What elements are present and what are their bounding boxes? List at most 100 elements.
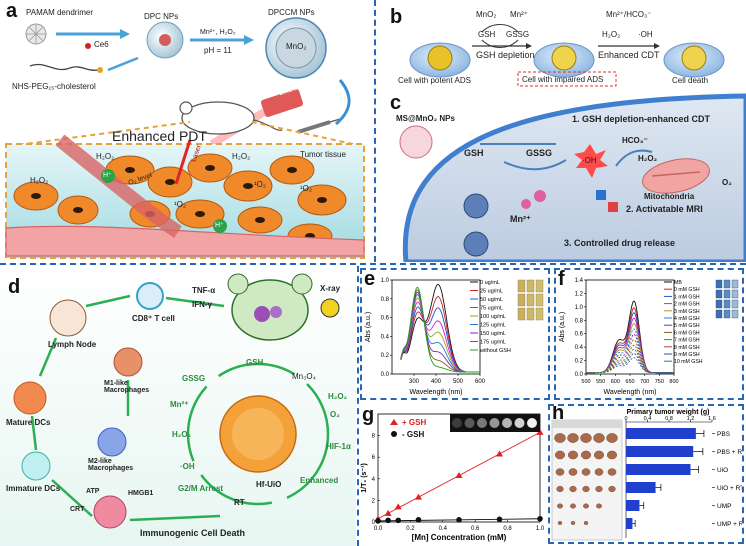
f-xtick-label-1: 550 (596, 379, 605, 385)
f-cuvette-4 (723, 289, 731, 299)
b-cdt: Enhanced CDT (598, 50, 660, 60)
panel-c-label: c (390, 92, 402, 114)
f-xlabel: Wavelength (nm) (603, 389, 656, 396)
panel-b-illustration (409, 24, 725, 87)
e-cuvette-5 (535, 293, 544, 307)
d-ifn: IFN-γ (192, 300, 212, 309)
e-cuvette-1 (526, 279, 535, 293)
b-h2o2: H₂O₂ (602, 30, 621, 39)
f-legend-label-4: 3 mM GSH (674, 309, 700, 315)
g-mri-phantom-1 (464, 418, 475, 428)
g-xtick-label-1: 0.2 (406, 526, 415, 532)
m1-macrophage-icon (113, 347, 143, 377)
blood-vessel (5, 225, 365, 257)
panel-d-label: d (8, 276, 21, 298)
lymph-node-icon (49, 299, 87, 337)
f-cuvette-7 (723, 299, 731, 309)
f-cuvette-10 (723, 309, 731, 319)
e-cuvette-8 (535, 307, 544, 321)
f-xtick-label-5: 750 (655, 379, 664, 385)
f-series-line-6 (586, 334, 674, 374)
g-point-0-2 (394, 503, 402, 510)
f-legend-label-9: 8 mM GSH (674, 345, 700, 351)
h-category-label-1: PBS + RT (717, 449, 742, 456)
b-cell3: Cell death (672, 76, 709, 85)
e-cuvette-0 (517, 279, 526, 293)
f-xtick-label-2: 600 (611, 379, 620, 385)
d-atp: ATP (86, 488, 100, 495)
d-o2: O₂ (330, 410, 340, 419)
h-tumor-1-4 (607, 450, 618, 460)
syringe-icon (297, 120, 331, 134)
h-xtick-label-4: 1.6 (708, 416, 716, 422)
h-category-label-3: UiO + RT (717, 485, 742, 492)
b-mn-hco3: Mn²⁺/HCO₃⁻ (606, 10, 652, 19)
ce6-label: Ce6 (94, 40, 109, 49)
panel-b: b MnO₂ Mn²⁺ GSH GSSG GSH depletion Mn²⁺/… (376, 0, 746, 92)
e-xtick-label-0: 300 (409, 379, 420, 385)
d-h2o2-r: H₂O₂ (328, 392, 348, 401)
f-cuvette-5 (731, 289, 739, 299)
b-depletion: GSH depletion (476, 50, 535, 60)
c-step1: 1. GSH depletion-enhanced CDT (572, 114, 711, 124)
g-xtick-label-4: 0.8 (503, 526, 512, 532)
f-series-line-7 (586, 339, 674, 374)
singlet-oxygen-label-1: ¹O₂ (174, 200, 186, 209)
radiation-icon (320, 298, 340, 318)
reagent-label: Mn²⁺, H₂O₂ (200, 29, 236, 36)
h-tumor-2-1 (568, 468, 578, 476)
e-ytick-label-2: 0.4 (381, 334, 390, 340)
e-legend-label-0: 0 ug/mL (480, 280, 500, 286)
h2o2-label-1: H₂O₂ (30, 176, 49, 185)
cell-membrane (402, 93, 746, 262)
nhs-label: NHS-PEG₁₅-cholesterol (12, 82, 96, 91)
f-series-line-4 (586, 323, 674, 374)
g-legend-label-1: - GSH (402, 430, 424, 439)
g-mri-phantom-6 (527, 418, 537, 428)
h-bar-1 (626, 446, 694, 457)
e-ytick-label-0: 0.0 (381, 372, 390, 378)
h-bar-2 (626, 464, 691, 475)
divider-vertical (374, 0, 376, 262)
d-mn3o4: Mn₃O₄ (292, 372, 316, 381)
h-ruler (552, 420, 622, 428)
d-cd8: CD8⁺ T cell (132, 314, 175, 323)
panel-h-label: h (552, 404, 565, 424)
f-series-line-10 (586, 353, 674, 374)
enhanced-pdt-label: Enhanced PDT (112, 128, 207, 144)
e-legend-label-1: 25 ug/mL (480, 289, 503, 295)
h-category-label-2: UiO (717, 467, 728, 474)
f-cuvette-1 (723, 279, 731, 289)
g-mri-phantom-5 (514, 418, 525, 428)
panel-c: c MS@MnO₂ NPs 1. GSH depletion-enhanced … (376, 92, 746, 262)
h-title: Primary tumor weight (g) (627, 409, 710, 416)
h-tumor-3-1 (569, 485, 577, 493)
c-ms: MS@MnO₂ NPs (396, 114, 455, 123)
h-tumor-0-1 (567, 433, 579, 443)
dying-cell-icon (93, 495, 127, 529)
panel-c-illustration (399, 93, 746, 262)
immature-dc-icon (21, 451, 51, 481)
tumor-tissue-label: Tumor tissue (300, 150, 346, 159)
h-tumor-0-4 (606, 433, 618, 443)
b-gssg: GSSG (506, 30, 530, 39)
panel-a-illustration (5, 17, 365, 259)
h-tumor-1-3 (594, 450, 605, 460)
e-legend-label-3: 75 ug/mL (480, 306, 503, 312)
d-oh: ·OH (180, 462, 195, 471)
h-category-label-0: PBS (717, 431, 731, 438)
d-icd: Immunogenic Cell Death (140, 528, 246, 538)
e-ytick-label-5: 1.0 (381, 278, 390, 284)
peg-chain-icon (29, 63, 99, 71)
h-tumor-0-3 (593, 433, 605, 443)
singlet-oxygen-label-2: ¹O₂ (254, 180, 266, 189)
h-tumor-1-2 (581, 450, 592, 460)
e-legend-label-6: 150 ug/mL (480, 331, 506, 337)
d-gssg: GSSG (182, 374, 206, 383)
e-legend-label-8: without GSH (479, 348, 511, 354)
e-cuvette-7 (526, 307, 535, 321)
c-h2o2: H₂O₂ (638, 154, 658, 163)
hplus-label-2: H⁺ (215, 222, 224, 229)
h-xtick-label-0: 0 (624, 416, 627, 422)
